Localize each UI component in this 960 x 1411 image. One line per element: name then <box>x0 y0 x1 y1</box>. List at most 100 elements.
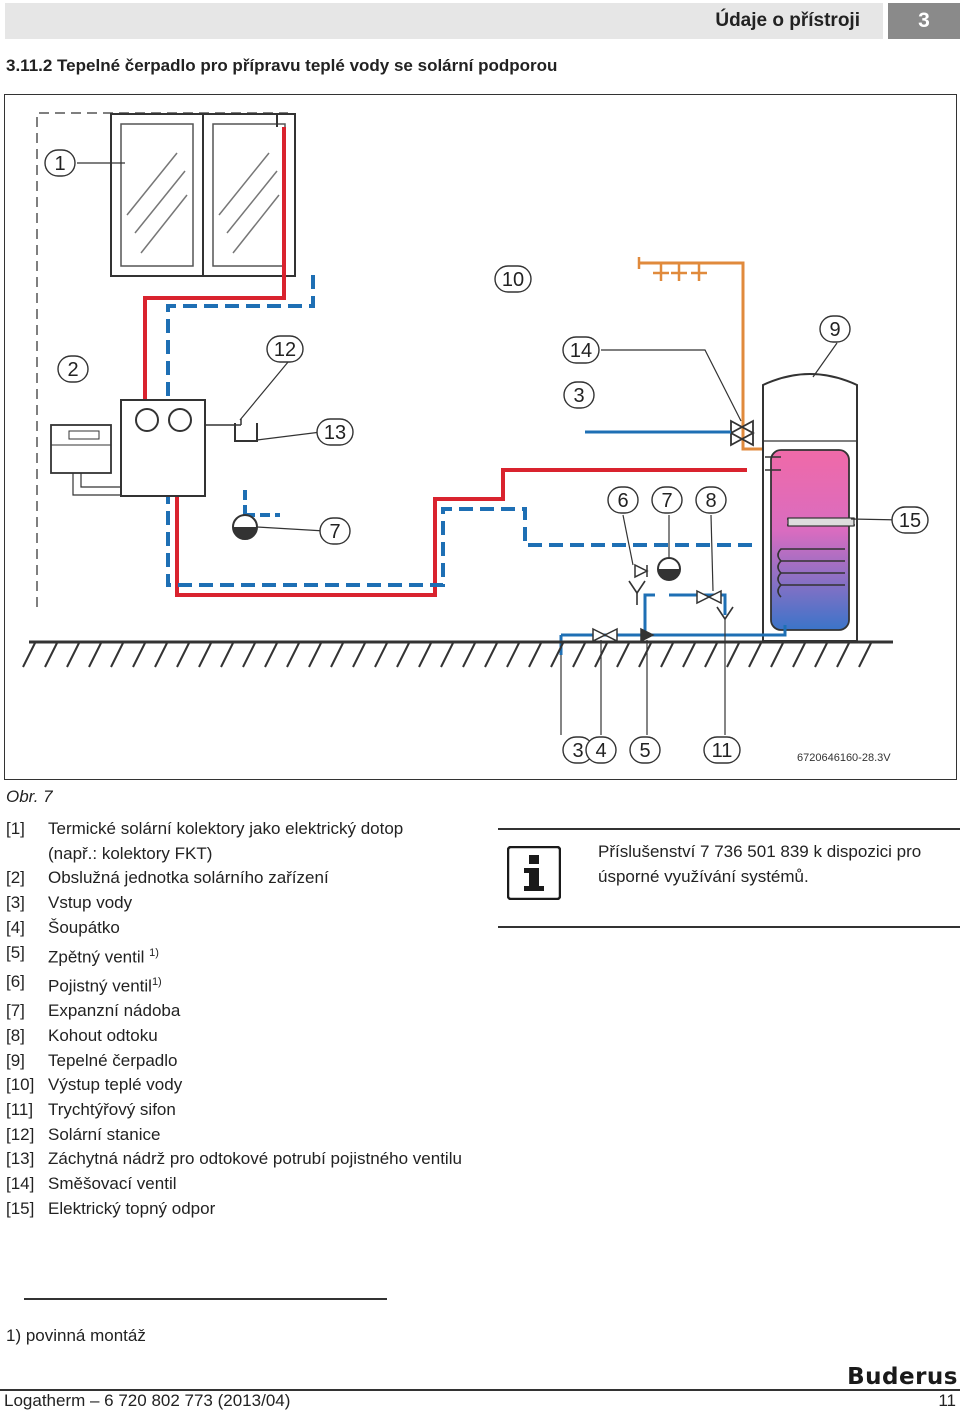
legend-key: [12] <box>6 1124 35 1144</box>
header-band <box>5 3 883 39</box>
legend-key: [13] <box>6 1149 35 1169</box>
solar-controller <box>50 424 121 496</box>
legend-item: [2]Obslužná jednotka solárního zařízení <box>6 866 476 891</box>
figure-legend: [1] Termické solární kolektory jako elek… <box>6 817 476 1222</box>
footnote: 1) povinná montáž <box>6 1326 146 1345</box>
floor <box>22 640 893 668</box>
svg-text:2: 2 <box>67 359 78 381</box>
brand-logo: Buderus <box>847 1364 958 1390</box>
footer-page-number: 11 <box>938 1391 956 1410</box>
callout-2: 2 <box>57 355 89 383</box>
expansion-vessel-water <box>657 557 681 581</box>
legend-text: Vstup vody <box>48 893 133 913</box>
info-icon <box>507 846 561 900</box>
callout-10: 10 <box>494 265 532 293</box>
legend-key: [14] <box>6 1174 35 1194</box>
legend-item: [11] Trychtýřový sifon <box>6 1098 476 1123</box>
callout-11: 11 <box>703 736 741 764</box>
legend-item: [1] Termické solární kolektory jako elek… <box>6 817 476 866</box>
solar-collector-right <box>202 113 296 277</box>
svg-text:3: 3 <box>573 385 584 407</box>
legend-text: Záchytná nádrž pro odtokové potrubí poji… <box>48 1149 462 1169</box>
svg-text:12: 12 <box>274 339 296 361</box>
note-text: Příslušenství 7 736 501 839 k dispozici … <box>598 842 922 886</box>
svg-text:13: 13 <box>324 422 346 444</box>
svg-text:10: 10 <box>502 269 524 291</box>
callout-7: 7 <box>651 486 683 514</box>
page-header: Údaje o přístroji 3 <box>0 3 960 39</box>
legend-key: [11] <box>6 1100 34 1120</box>
callout-5: 5 <box>629 736 661 764</box>
gate-valve <box>592 627 618 643</box>
drip-tray <box>234 423 258 442</box>
legend-key: [7] <box>6 1001 25 1021</box>
header-section-name: Údaje o přístroji <box>715 10 860 31</box>
legend-item: [10]Výstup teplé vody <box>6 1073 476 1098</box>
figure-caption: Obr. 7 <box>6 787 53 806</box>
svg-text:9: 9 <box>829 319 840 341</box>
solar-return-pipe-2 <box>166 490 753 587</box>
svg-text:4: 4 <box>595 740 606 762</box>
callout-9: 9 <box>819 315 851 343</box>
legend-item: [4]Šoupátko <box>6 916 476 941</box>
footer-rule <box>0 1389 960 1391</box>
svg-text:1: 1 <box>54 153 65 175</box>
callout-3: 3 <box>563 381 595 409</box>
legend-item: [6] Pojistný ventil1) <box>6 970 476 999</box>
legend-text: Směšovací ventil <box>48 1174 177 1194</box>
callout-13: 13 <box>316 418 354 446</box>
svg-text:6: 6 <box>617 490 628 512</box>
solar-flow-pipe <box>143 127 286 400</box>
solar-return-pipe <box>166 275 315 400</box>
check-valve <box>640 627 655 643</box>
mixing-valve <box>729 419 755 447</box>
legend-key: [3] <box>6 893 25 913</box>
callout-15: 15 <box>891 506 929 534</box>
legend-key: [5] <box>6 942 25 962</box>
svg-text:11: 11 <box>712 740 733 762</box>
expansion-vessel <box>232 514 258 540</box>
callout-8: 8 <box>695 486 727 514</box>
svg-text:8: 8 <box>705 490 716 512</box>
legend-item: [14] Směšovací ventil <box>6 1172 476 1197</box>
legend-key: [1] <box>6 819 25 838</box>
legend-text: Obslužná jednotka solárního zařízení <box>48 868 329 888</box>
legend-text: Tepelné čerpadlo <box>48 1050 178 1070</box>
legend-item: [5] Zpětný ventil 1) <box>6 941 476 970</box>
legend-text: Kohout odtoku <box>48 1025 158 1045</box>
legend-key: [15] <box>6 1198 35 1218</box>
header-chapter-number: 3 <box>888 3 960 39</box>
safety-valve <box>634 563 649 579</box>
heat-pump-tank <box>762 373 858 642</box>
svg-text:14: 14 <box>570 340 592 362</box>
legend-text: Výstup teplé vody <box>48 1075 183 1095</box>
figure-code: 6720646160-28.3V <box>797 752 891 764</box>
hot-water-pipe <box>639 261 745 417</box>
callout-7: 7 <box>319 517 351 545</box>
legend-text: Zpětný ventil 1) <box>48 946 159 967</box>
legend-text: Pojistný ventil1) <box>48 975 162 996</box>
legend-item: [9] Tepelné čerpadlo <box>6 1049 476 1074</box>
legend-key: [8] <box>6 1025 25 1045</box>
callout-1: 1 <box>44 149 76 177</box>
legend-key: [6] <box>6 971 25 991</box>
legend-item: [7]Expanzní nádoba <box>6 999 476 1024</box>
section-title: 3.11.2 Tepelné čerpadlo pro přípravu tep… <box>6 56 558 75</box>
drain-cock <box>696 589 722 605</box>
footnote-rule <box>24 1298 387 1300</box>
legend-text: Trychtýřový sifon <box>48 1100 176 1120</box>
svg-text:15: 15 <box>899 510 921 532</box>
note-rule-top <box>498 828 960 830</box>
legend-item: [15] Elektrický topný odpor <box>6 1197 476 1222</box>
legend-text: Šoupátko <box>48 917 120 937</box>
solar-station <box>120 399 242 497</box>
svg-text:3: 3 <box>572 740 583 762</box>
legend-text: Elektrický topný odpor <box>48 1198 216 1218</box>
legend-key: [9] <box>6 1050 25 1070</box>
legend-text: Termické solární kolektory jako elektric… <box>48 819 404 863</box>
callout-12: 12 <box>266 335 304 363</box>
cold-water-pipe <box>561 625 787 637</box>
